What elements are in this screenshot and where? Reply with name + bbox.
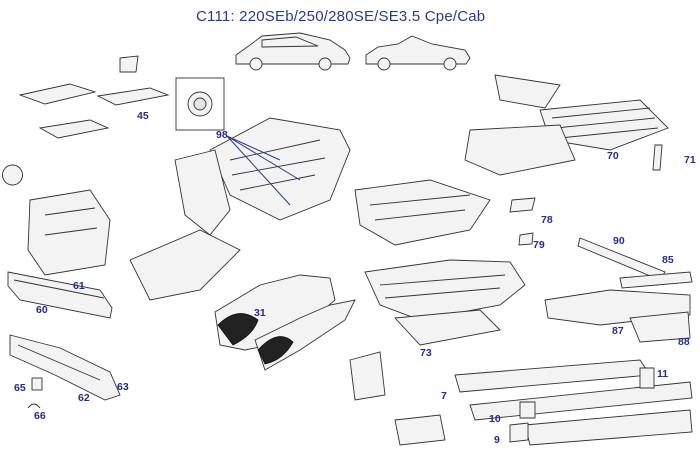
rocker-sill (454, 359, 651, 393)
callout-87[interactable]: 87 (612, 325, 624, 337)
tray-45 (96, 87, 170, 106)
panel-87-88 (629, 311, 691, 343)
rail-85 (619, 271, 693, 289)
callout-45[interactable]: 45 (137, 110, 149, 122)
bracket-79 (518, 232, 534, 246)
callout-66[interactable]: 66 (34, 410, 46, 422)
rail-61 (7, 271, 113, 319)
bracket-78 (509, 197, 536, 213)
callout-98[interactable]: 98 (216, 129, 228, 141)
callout-63[interactable]: 63 (117, 381, 129, 393)
wheelhouse (129, 229, 241, 301)
callout-11[interactable]: 11 (657, 368, 669, 380)
part-10 (519, 401, 536, 419)
firewall (209, 117, 351, 221)
part-11 (639, 367, 655, 389)
tray-part (18, 83, 97, 105)
callout-61[interactable]: 61 (73, 280, 85, 292)
callout-9[interactable]: 9 (494, 434, 500, 446)
callout-90[interactable]: 90 (613, 235, 625, 247)
callout-62[interactable]: 62 (78, 392, 90, 404)
coupe-illustration (235, 32, 351, 71)
crossmember (354, 179, 491, 246)
floor-73 (394, 309, 501, 346)
callout-65[interactable]: 65 (14, 382, 26, 394)
callout-73[interactable]: 73 (420, 347, 432, 359)
callout-88[interactable]: 88 (678, 336, 690, 348)
callout-78[interactable]: 78 (541, 214, 553, 226)
callout-7[interactable]: 7 (441, 390, 447, 402)
cabriolet-illustration (365, 35, 471, 71)
front-panel (27, 189, 111, 276)
frame-62-63 (9, 334, 121, 401)
part-9 (509, 422, 529, 443)
trunk-floor (464, 124, 576, 176)
inner-fender (174, 149, 231, 236)
callout-70[interactable]: 70 (607, 150, 619, 162)
callout-79[interactable]: 79 (533, 239, 545, 251)
callout-31[interactable]: 31 (254, 307, 266, 319)
callout-10[interactable]: 10 (489, 413, 501, 425)
tray-part (38, 119, 110, 139)
callout-85[interactable]: 85 (662, 254, 674, 266)
floor-pan (364, 259, 526, 321)
diagram-title: C111: 220SEb/250/280SE/SE3.5 Cpe/Cab (196, 8, 486, 25)
callout-60[interactable]: 60 (36, 304, 48, 316)
callout-71[interactable]: 71 (684, 154, 696, 166)
